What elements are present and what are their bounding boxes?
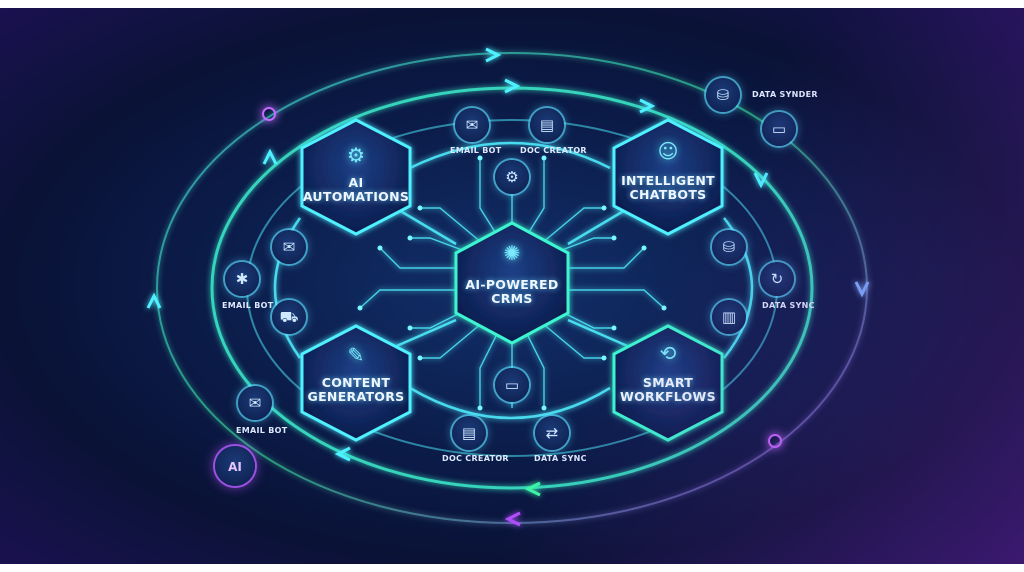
label-email-bot-bottom-left: EMAIL BOT <box>236 426 288 435</box>
ai-gear-icon: ⚙ <box>347 143 365 167</box>
truck-icon: ⛟ <box>279 308 299 326</box>
ai-badge-node[interactable]: AI <box>215 446 255 486</box>
data-sync-node-right[interactable]: ↻ <box>760 262 794 296</box>
label-email-bot-top: EMAIL BOT <box>450 146 502 155</box>
robot-arm-icon: ⚙ <box>505 168 519 186</box>
outer-ring <box>156 52 868 524</box>
bar-chart-icon: ▥ <box>721 308 737 326</box>
robot-node-center[interactable]: ⚙ <box>495 160 529 194</box>
bar-chart-node-right[interactable]: ▥ <box>712 300 746 334</box>
hex-ai-powered-crms[interactable] <box>454 221 570 345</box>
label-email-bot-left: EMAIL BOT <box>222 301 274 310</box>
hex-content-generators[interactable] <box>300 324 412 442</box>
network-icon: ✱ <box>235 270 249 288</box>
connection-lines <box>146 47 870 527</box>
truck-node-left[interactable]: ⛟ <box>272 300 306 334</box>
glow-dot-left <box>262 107 276 121</box>
glow-dot-bottom-right <box>768 434 782 448</box>
database-icon: ⛁ <box>722 238 736 256</box>
arrow-bottom-left <box>334 446 351 462</box>
label-data-sync-bottom: DATA SYNC <box>534 454 587 463</box>
arrow-left-inner <box>262 148 278 165</box>
sync-icon: ↻ <box>770 270 784 288</box>
hex-smart-workflows[interactable] <box>612 324 724 442</box>
arrow-top <box>485 47 502 63</box>
database-sync-icon: ⛁ <box>716 86 730 104</box>
data-sync-node-bottom[interactable]: ⇄ <box>535 416 569 450</box>
sync-icon: ⇄ <box>545 424 559 442</box>
label-doc-creator-top: DOC CREATOR <box>520 146 587 155</box>
label-data-sync-right: DATA SYNC <box>762 301 815 310</box>
document-icon: ▤ <box>539 116 555 134</box>
email-bot-node-bottom-left[interactable]: ✉ <box>238 386 272 420</box>
envelope-icon: ✉ <box>465 116 479 134</box>
data-synder-node[interactable]: ⛁ <box>706 78 740 112</box>
label-data-synder: DATA SYNDER <box>752 90 818 99</box>
monitor-node-bottom[interactable]: ▭ <box>495 368 529 402</box>
arrow-left <box>146 292 162 309</box>
arrow-bottom-outer <box>504 511 521 527</box>
monitor-node[interactable]: ▭ <box>762 112 796 146</box>
ai-chip-icon: AI <box>228 460 242 474</box>
pencil-edit-icon: ✎ <box>347 343 365 367</box>
arrow-right <box>854 281 870 298</box>
envelope-open-icon: ✉ <box>248 394 262 412</box>
doc-creator-node-top[interactable]: ▤ <box>530 108 564 142</box>
monitor-icon: ▭ <box>771 120 787 138</box>
document-icon: ▤ <box>461 424 477 442</box>
arrow-bottom <box>524 481 541 497</box>
chatbot-icon: ☺ <box>657 139 679 163</box>
database-node-right[interactable]: ⛁ <box>712 230 746 264</box>
email-bot-node-left-mail[interactable]: ✉ <box>272 230 306 264</box>
circuit-dots <box>357 155 667 411</box>
arrow-right-inner <box>753 172 769 189</box>
arrow-top-mid <box>504 78 521 94</box>
hub-label-ai-automations: AI AUTOMATIONS <box>302 175 410 204</box>
arrow-top-right <box>639 98 656 114</box>
hex-ai-automations[interactable] <box>300 118 412 236</box>
workflow-icon: ⟲ <box>659 341 677 365</box>
label-doc-creator-bottom: DOC CREATOR <box>442 454 509 463</box>
email-bot-node-top[interactable]: ✉ <box>455 108 489 142</box>
envelope-icon: ✉ <box>282 238 296 256</box>
hex-intelligent-chatbots[interactable] <box>612 118 724 236</box>
doc-creator-node-bottom[interactable]: ▤ <box>452 416 486 450</box>
email-bot-node-left[interactable]: ✱ <box>225 262 259 296</box>
brain-icon: ✺ <box>503 241 521 265</box>
screen-icon: ▭ <box>504 376 520 394</box>
